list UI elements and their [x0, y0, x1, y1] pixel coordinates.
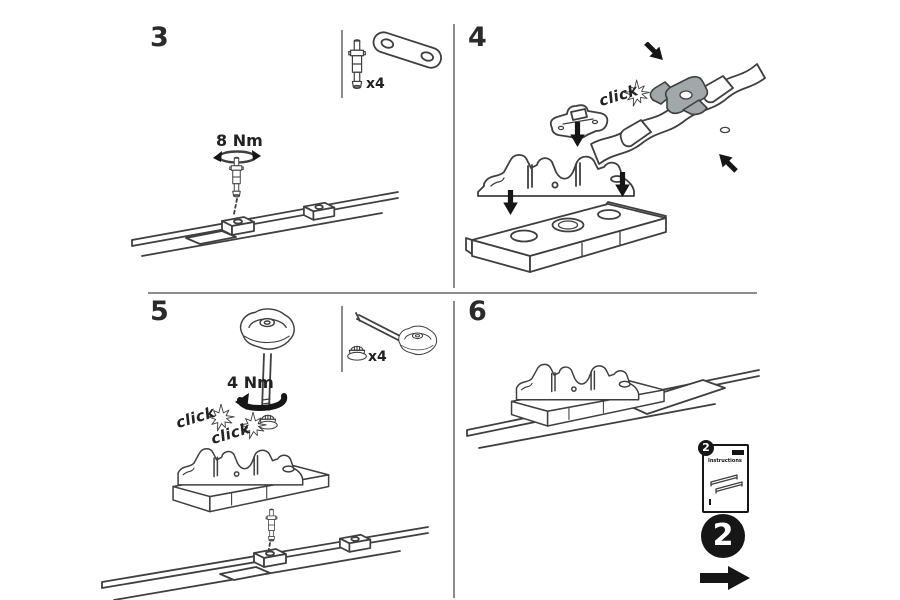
- roof-rail-drawing: [131, 191, 399, 257]
- card-footer-mark: [709, 499, 711, 505]
- alignment-dashed-line: [233, 198, 238, 215]
- load-bars-icon: [710, 474, 743, 494]
- panel-divider-vertical-top: [453, 24, 455, 288]
- parts-inset-divider: [341, 30, 343, 98]
- foot-bracket-drawing: [477, 153, 635, 197]
- foot-assembly-drawing: [172, 448, 330, 513]
- parts-inset-divider: [341, 306, 343, 372]
- step-number: 3: [150, 22, 169, 53]
- mounted-foot-drawing: [466, 363, 760, 449]
- instructions-card: 2 Instructions: [698, 440, 749, 513]
- insert-arrow-icon: [714, 149, 741, 176]
- torque-label: 8 Nm: [216, 131, 263, 150]
- rotation-arrow-thick-icon: [235, 393, 288, 411]
- step-number: 4: [468, 22, 487, 53]
- clamp-piece-drawing: [549, 104, 609, 140]
- kit-number-badge: 2: [701, 514, 745, 558]
- step-number: 6: [468, 296, 487, 327]
- roof-rail-drawing: [101, 526, 429, 600]
- torque-label: 4 Nm: [227, 373, 274, 392]
- quantity-label: x4: [368, 349, 387, 365]
- base-pad-drawing: [465, 201, 667, 273]
- card-step-badge: 2: [698, 440, 714, 456]
- panel-divider-vertical-bottom: [453, 301, 455, 598]
- brand-logo-block: [732, 450, 744, 455]
- next-step-arrow-icon: [700, 566, 750, 590]
- quantity-label: x4: [366, 76, 385, 92]
- insert-arrow-icon: [641, 42, 668, 65]
- mounting-plate-icon: [372, 31, 442, 69]
- stud-bolt-icon: [348, 39, 366, 89]
- step-number: 5: [150, 296, 169, 327]
- torque-key-icon: [355, 312, 438, 356]
- panel-divider-horizontal: [148, 292, 757, 294]
- roof-rail-detail-drawing: [590, 42, 766, 176]
- card-title: Instructions: [708, 458, 742, 464]
